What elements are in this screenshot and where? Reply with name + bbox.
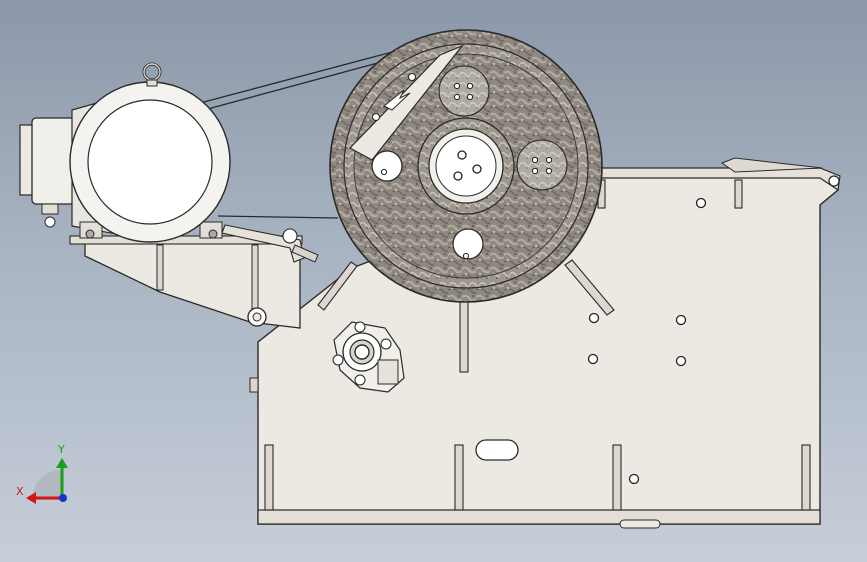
frame-bolts (587, 197, 707, 485)
motor[interactable] (19, 62, 231, 243)
axis-triad (26, 458, 68, 504)
motor-base[interactable] (69, 224, 319, 329)
z-axis-dot (59, 494, 67, 502)
frame-ribs (264, 179, 811, 511)
bearing-housing[interactable] (332, 321, 405, 393)
triad-y-label: Y (58, 443, 65, 456)
triad-x-label: X (16, 485, 24, 498)
flywheel[interactable] (329, 29, 603, 303)
frame-lug (249, 377, 259, 393)
